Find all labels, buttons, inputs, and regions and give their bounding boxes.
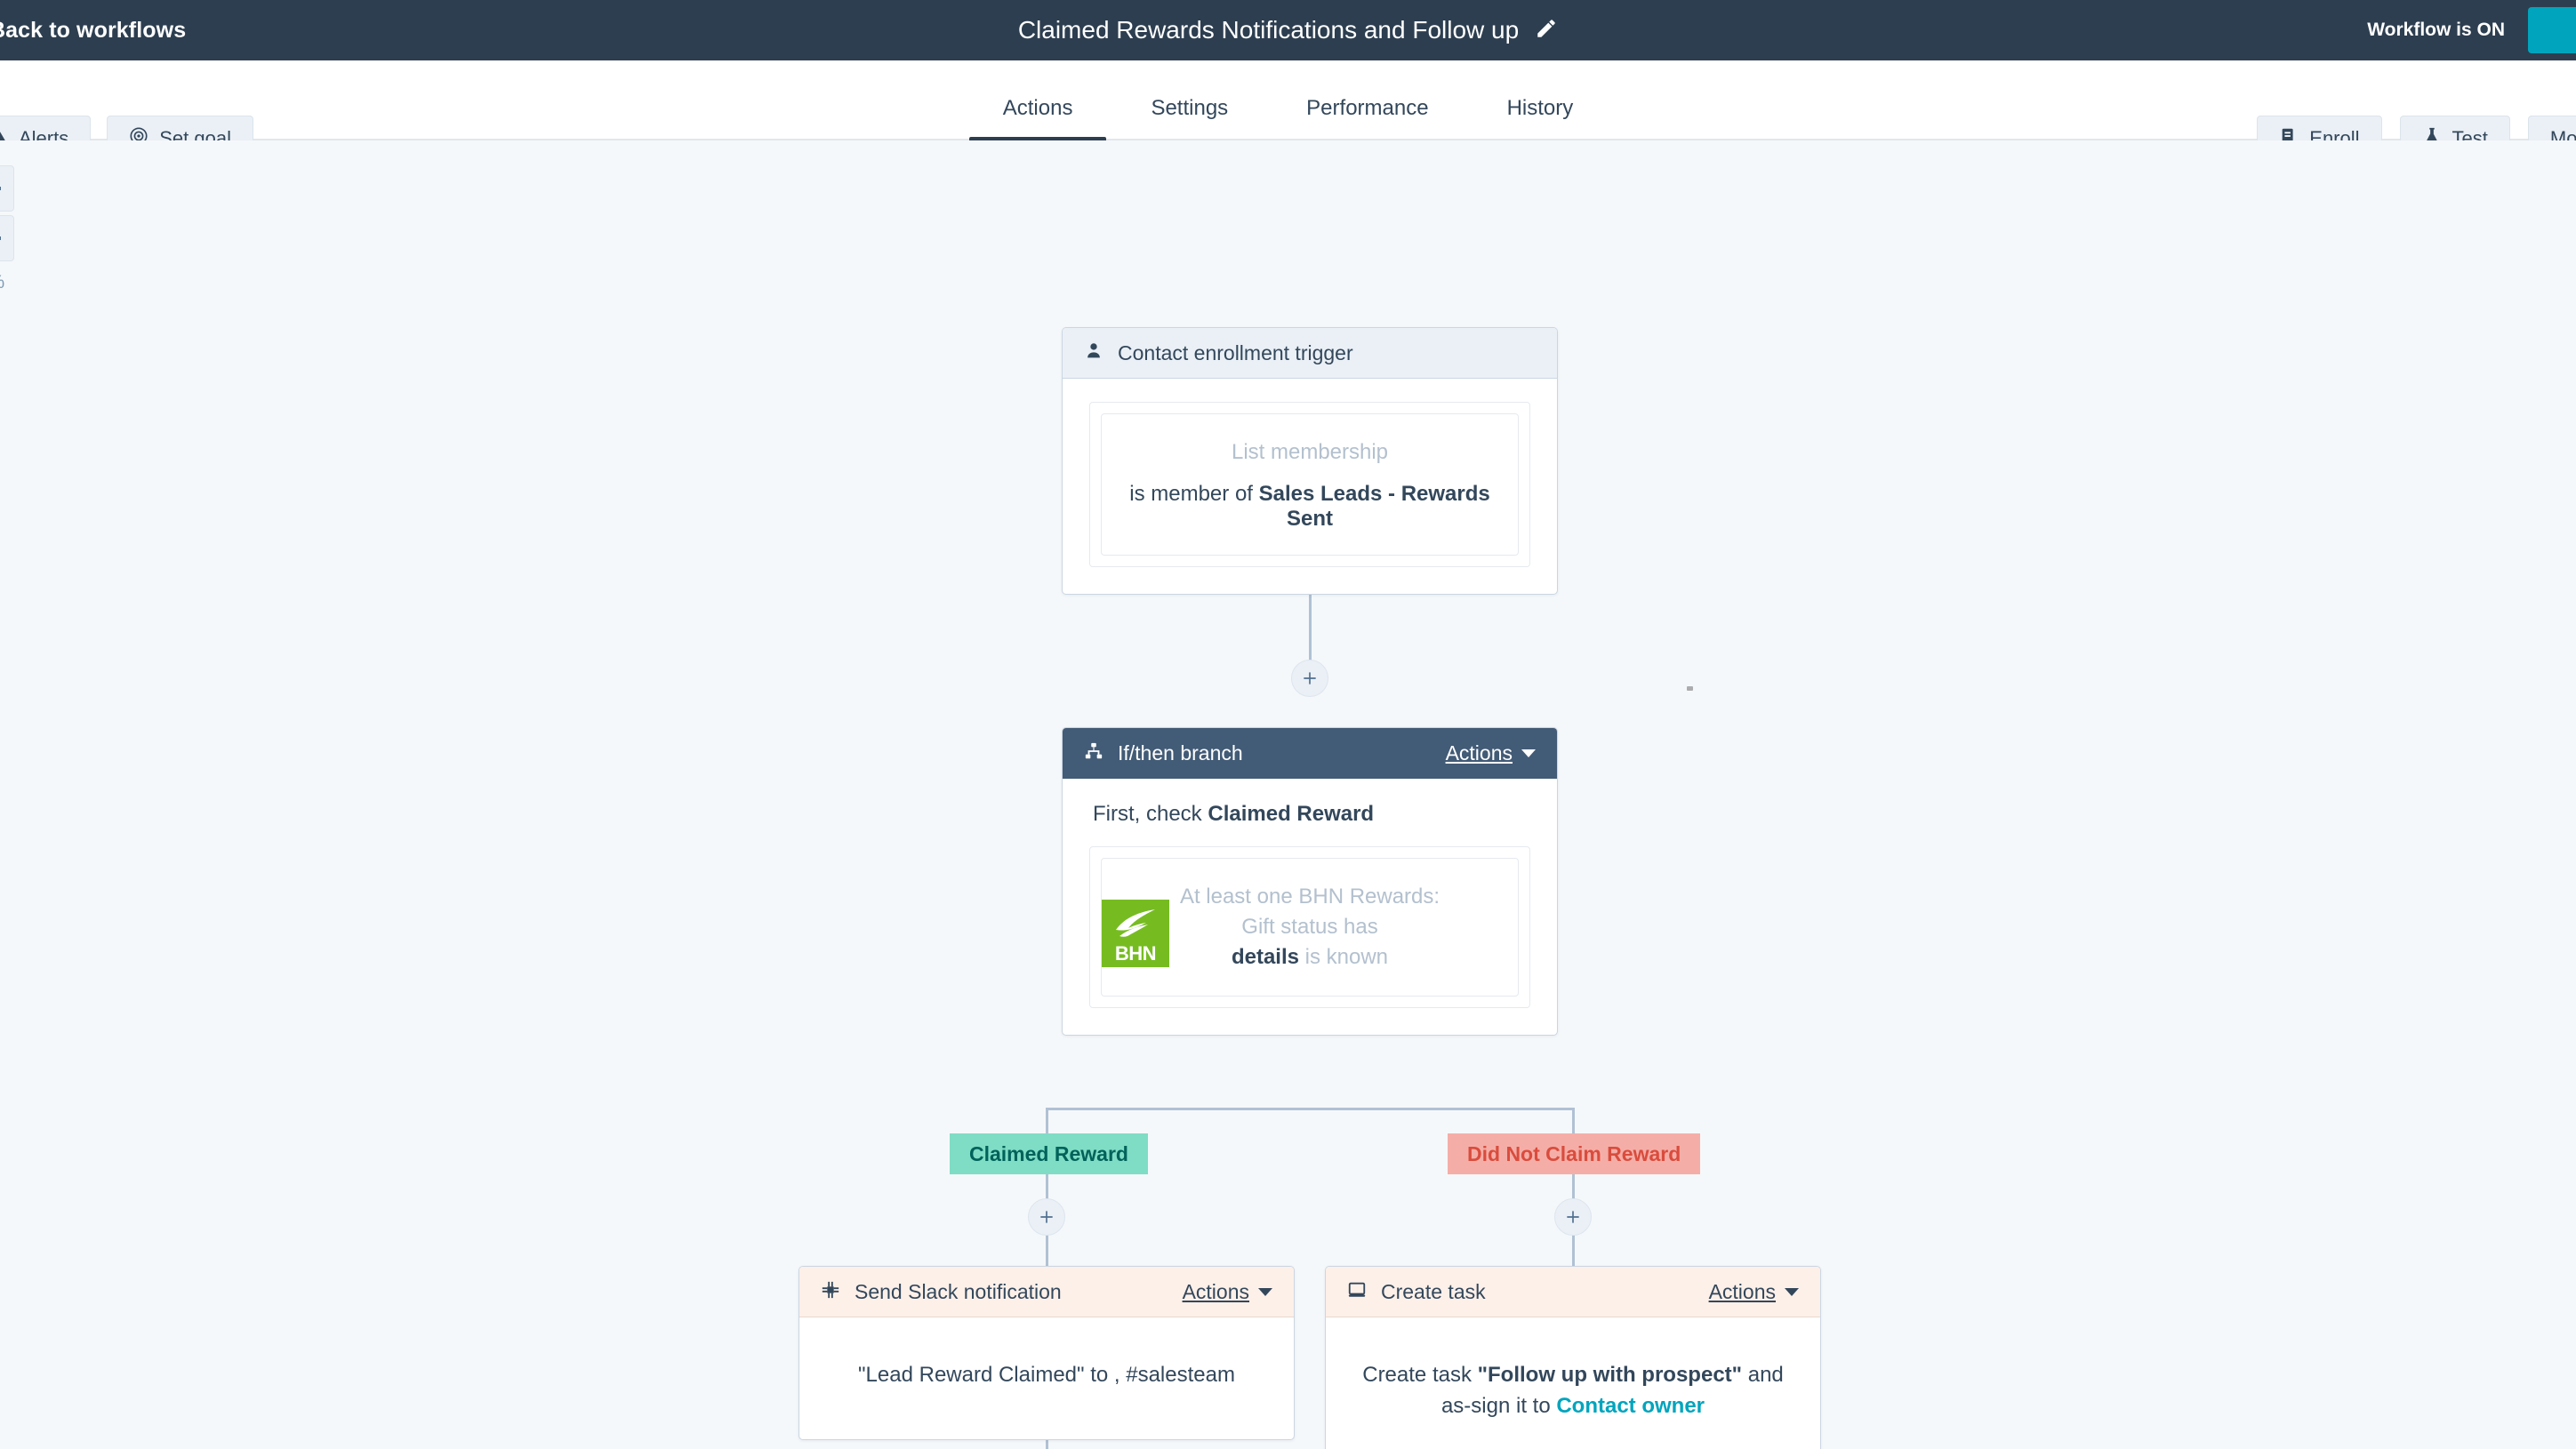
slack-actions-label: Actions [1182, 1279, 1249, 1303]
bhn-swoosh-icon [1111, 907, 1160, 947]
workflow-on-off-toggle[interactable] [2528, 7, 2576, 53]
back-to-workflows-link[interactable]: Back to workflows [0, 17, 187, 43]
workflow-toggle-group: Workflow is ON [2367, 0, 2576, 60]
slack-node-title: Send Slack notification [855, 1279, 1062, 1303]
create-task-actions-menu[interactable]: Actions [1709, 1280, 1799, 1304]
branch-icon [1084, 741, 1103, 765]
branch-condition-line1: At least one BHN Rewards: [1179, 885, 1440, 909]
branch-node-title: If/then branch [1118, 741, 1243, 765]
plus-icon [0, 187, 1, 190]
trigger-condition-detail: is member of Sales Leads - Rewards Sent [1121, 482, 1498, 532]
trigger-condition-value: Sales Leads - Rewards Sent [1258, 482, 1490, 532]
branch-actions-label: Actions [1445, 741, 1513, 765]
top-bar: Back to workflows Claimed Rewards Notifi… [0, 0, 2576, 60]
create-task-node-body: Create task "Follow up with prospect" an… [1326, 1317, 1820, 1449]
branch-lead-text: First, check Claimed Reward [1089, 802, 1530, 827]
create-task-quoted: "Follow up with prospect" [1477, 1363, 1743, 1387]
branch-actions-menu[interactable]: Actions [1446, 741, 1536, 765]
flask-icon [2422, 126, 2442, 151]
branch-condition-outline: BHN At least one BHN Rewards: Gift statu… [1089, 846, 1530, 1009]
trigger-node-body: List membership is member of Sales Leads… [1063, 379, 1557, 594]
add-action-after-trigger-button[interactable] [1291, 660, 1328, 697]
zoom-out-button[interactable] [0, 215, 14, 261]
contact-person-icon [1084, 341, 1103, 365]
zoom-level-label: 0% [0, 272, 4, 293]
enroll-icon [2279, 126, 2299, 151]
zoom-controls: 0% [0, 165, 14, 293]
zoom-in-button[interactable] [0, 165, 14, 212]
branch-condition-strong: details [1231, 945, 1299, 970]
workflow-title-group: Claimed Rewards Notifications and Follow… [0, 16, 2576, 44]
branch-condition-line3: details is known [1121, 942, 1498, 973]
create-task-node-header: Create task Actions [1326, 1267, 1820, 1317]
workflow-state-label: Workflow is ON [2367, 20, 2505, 40]
chevron-down-icon [1785, 1287, 1799, 1296]
trigger-condition-box[interactable]: List membership is member of Sales Leads… [1101, 413, 1519, 556]
branch-lead-value: Claimed Reward [1208, 802, 1375, 826]
slack-node-body: "Lead Reward Claimed" to , #salesteam [799, 1317, 1294, 1439]
cursor-artifact [1687, 686, 1693, 691]
trigger-condition-outline: List membership is member of Sales Leads… [1089, 402, 1530, 568]
pencil-icon[interactable] [1535, 17, 1558, 44]
branch-condition-suffix: is known [1298, 945, 1389, 970]
workflow-canvas[interactable]: 0% Contact enrollment trigger List membe… [0, 140, 2576, 1449]
slack-node-header: Send Slack notification Actions [799, 1267, 1294, 1317]
send-slack-notification-node[interactable]: Send Slack notification Actions "Lead Re… [798, 1266, 1295, 1440]
slack-icon [821, 1280, 840, 1304]
trigger-condition-type: List membership [1231, 440, 1389, 464]
minus-icon [0, 236, 1, 240]
tab-bar: Actions Settings Performance History [0, 60, 2576, 142]
slack-message-middle: to , [1084, 1363, 1127, 1387]
contact-enrollment-trigger-node[interactable]: Contact enrollment trigger List membersh… [1062, 327, 1558, 596]
slack-message-quoted: "Lead Reward Claimed" [858, 1363, 1085, 1387]
branch-node-body: First, check Claimed Reward BHN At least… [1063, 779, 1557, 1035]
branch-condition-line2: Gift status has [1241, 915, 1378, 940]
create-task-prefix: Create task [1362, 1363, 1478, 1387]
create-task-node[interactable]: Create task Actions Create task "Follow … [1325, 1266, 1821, 1449]
create-task-assignee-link[interactable]: Contact owner [1556, 1393, 1705, 1418]
trigger-node-header: Contact enrollment trigger [1063, 328, 1557, 379]
slack-node-body-text: "Lead Reward Claimed" to , #salesteam [826, 1360, 1267, 1391]
branch-badge-did-not-claim-reward[interactable]: Did Not Claim Reward [1448, 1133, 1701, 1174]
branch-condition-box[interactable]: BHN At least one BHN Rewards: Gift statu… [1101, 858, 1519, 997]
tab-performance[interactable]: Performance [1306, 96, 1429, 120]
slack-channel: #salesteam [1126, 1363, 1235, 1387]
secondary-nav-bar: Alerts Set goal Actions Settings Perform… [0, 60, 2576, 162]
page-title: Claimed Rewards Notifications and Follow… [1017, 16, 1520, 44]
connector-split-horizontal [1046, 1108, 1574, 1110]
tab-actions[interactable]: Actions [964, 96, 1112, 142]
create-task-actions-label: Actions [1708, 1279, 1776, 1303]
bhn-logo-icon: BHN [1102, 900, 1169, 967]
tab-settings[interactable]: Settings [1151, 96, 1229, 120]
chevron-down-icon [1521, 749, 1536, 757]
chevron-down-icon [1258, 1287, 1272, 1296]
create-task-node-title: Create task [1381, 1279, 1486, 1303]
trigger-condition-prefix: is member of [1129, 482, 1259, 507]
alert-triangle-icon [0, 126, 8, 151]
add-action-right-branch-button[interactable] [1554, 1198, 1592, 1236]
add-action-left-branch-button[interactable] [1028, 1198, 1065, 1236]
slack-actions-menu[interactable]: Actions [1183, 1280, 1272, 1304]
tab-history[interactable]: History [1506, 96, 1574, 120]
create-task-middle: and as‑sign it to [1440, 1363, 1784, 1418]
task-window-icon [1347, 1280, 1367, 1304]
branch-lead-prefix: First, check [1093, 802, 1208, 826]
trigger-node-title: Contact enrollment trigger [1118, 340, 1353, 364]
branch-badge-claimed-reward[interactable]: Claimed Reward [950, 1133, 1148, 1174]
create-task-node-body-text: Create task "Follow up with prospect" an… [1361, 1360, 1785, 1422]
bhn-logo-text: BHN [1114, 942, 1157, 965]
branch-node-header: If/then branch Actions [1063, 728, 1557, 779]
if-then-branch-node[interactable]: If/then branch Actions First, check Clai… [1062, 727, 1558, 1037]
